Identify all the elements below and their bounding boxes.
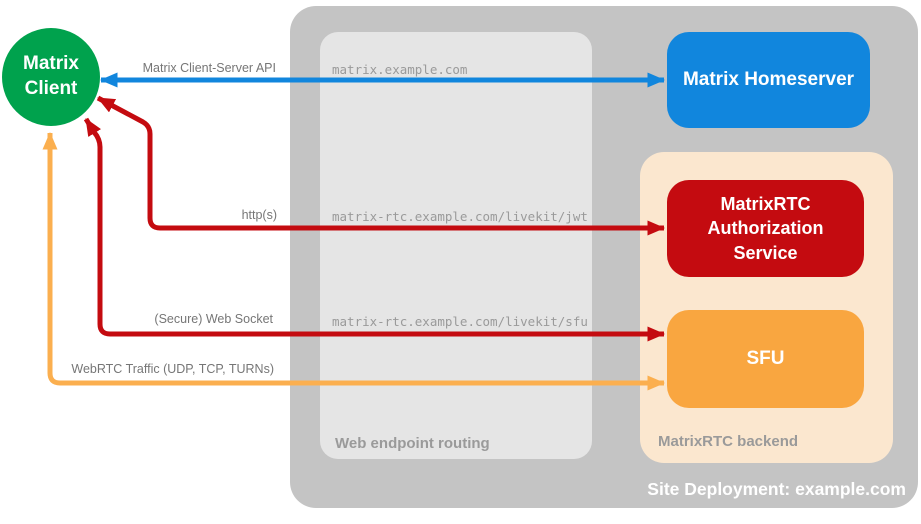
- sfu-label: SFU: [746, 348, 785, 369]
- web-endpoint-routing-label: Web endpoint routing: [335, 435, 490, 452]
- matrix-homeserver-label: Matrix Homeserver: [682, 69, 855, 90]
- matrixrtc-backend-label: MatrixRTC backend: [658, 433, 799, 450]
- websocket-arrow-label: (Secure) Web Socket: [154, 312, 273, 326]
- sfu-node: SFU: [667, 310, 864, 408]
- matrix-client-node: Matrix Client: [2, 28, 100, 126]
- web-endpoint-routing-panel: [320, 32, 592, 459]
- matrixrtc-authorization-service-node: MatrixRTC Authorization Service: [667, 180, 864, 277]
- endpoint-url-matrix: matrix.example.com: [332, 62, 468, 77]
- matrix-homeserver-node: Matrix Homeserver: [667, 32, 870, 128]
- https-arrow-label: http(s): [241, 208, 277, 222]
- webrtc-traffic-arrow-label: WebRTC Traffic (UDP, TCP, TURNs): [71, 362, 274, 376]
- site-deployment-title: Site Deployment: example.com: [647, 479, 906, 499]
- matrix-client-label-line1: Matrix: [23, 53, 79, 75]
- matrix-client-label-line2: Client: [24, 78, 78, 99]
- endpoint-url-livekit-sfu: matrix-rtc.example.com/livekit/sfu: [332, 314, 588, 329]
- endpoint-url-livekit-jwt: matrix-rtc.example.com/livekit/jwt: [332, 209, 588, 224]
- matrixrtc-authorization-service-label: MatrixRTC Authorization Service: [707, 194, 824, 263]
- client-server-api-arrow-label: Matrix Client-Server API: [142, 61, 276, 75]
